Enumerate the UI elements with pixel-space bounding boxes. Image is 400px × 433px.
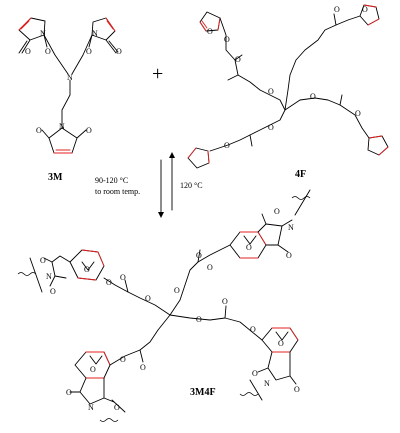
adduct-bottom-right [239,327,299,401]
atom-n: N [46,272,52,281]
atom-o: O [36,126,42,135]
condition-forward-temp: 90-120 °C [95,176,128,185]
atom-o: O [207,263,213,272]
maleimide-bottom [41,127,87,154]
atom-o: O [362,5,368,14]
molecule-4f: O O O O O O O O O O [187,4,389,169]
atom-n: N [40,29,46,38]
atom-o: O [116,47,122,56]
atom-o: O [278,339,284,348]
atom-o: O [355,109,361,118]
atom-o: O [45,47,51,56]
atom-n: N [264,379,270,388]
atom-o: O [252,369,258,378]
condition-reverse-temp: 120 °C [180,181,203,190]
condition-forward-cool: to room temp. [95,187,140,196]
atom-n: N [67,73,73,82]
atom-n: N [92,29,98,38]
label-3m: 3M [48,172,63,183]
atom-o: O [25,47,31,56]
atom-o: O [174,286,180,295]
maleimide-right [88,17,119,54]
atom-o: O [207,27,213,36]
atom-o: O [86,47,92,56]
atom-o: O [66,388,72,397]
furan-bottom-left [187,147,210,169]
atom-o: O [145,294,151,303]
atom-o: O [222,297,228,306]
atom-o: O [268,123,274,132]
molecule-3m: O O N N O O N N O O [18,17,122,154]
label-3m4f: 3M4F [190,387,216,398]
atom-o: O [286,251,292,260]
atom-o: O [224,35,230,44]
furan-top-right [359,4,380,26]
atom-o: O [246,243,252,252]
label-4f: 4F [295,169,306,180]
atom-n: N [88,403,94,412]
plus-sign: + [152,63,163,85]
atom-o: O [40,256,46,265]
atom-o: O [84,265,90,274]
atom-o: O [250,325,256,334]
atom-o: O [334,5,340,14]
furan-bottom-right [367,135,389,156]
atom-o: O [106,278,112,287]
atom-o: O [196,315,202,324]
atom-o: O [294,385,300,394]
atom-o: O [235,55,241,64]
atom-o: O [140,363,146,372]
molecule-3m4f: O N O O O O O O N O O O O O O O O O O N … [17,189,311,422]
furan-top-left [199,11,221,32]
atom-o: O [268,87,274,96]
atom-o: O [224,141,230,150]
adduct-top-right [229,189,311,259]
adduct-left [17,249,105,293]
atom-o: O [90,365,96,374]
reaction-arrows [158,152,175,218]
atom-o: O [196,251,202,260]
atom-o: O [120,273,126,282]
atom-n: N [288,223,294,232]
adduct-bottom-left [69,351,126,422]
atom-o: O [114,403,120,412]
atom-o: O [86,126,92,135]
maleimide-left [18,17,48,54]
atom-o: O [274,207,280,216]
atom-o: O [50,287,56,296]
atom-o: O [310,92,316,101]
atom-n: N [59,122,65,131]
atom-o: O [120,355,126,364]
